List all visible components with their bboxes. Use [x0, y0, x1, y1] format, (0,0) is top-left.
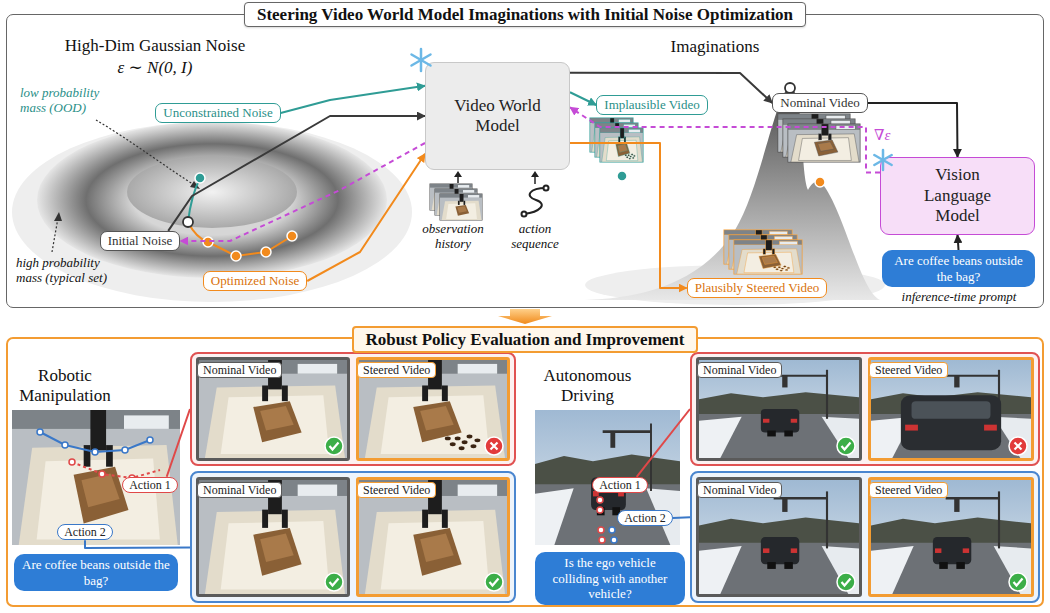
panel-heading: Steering Video World Model Imaginations …: [244, 2, 806, 27]
frozen-icon: [412, 49, 892, 170]
edge-label: ∇ε: [872, 126, 892, 144]
manipulation-scene: [12, 410, 180, 545]
node-text: Is the ego vehicle colliding with anothe…: [542, 555, 678, 602]
connector: [307, 154, 425, 281]
imagination-landscape: [585, 83, 885, 305]
node-text: Unconstrained Noise: [163, 105, 272, 121]
text-label: low probability mass (OOD): [20, 86, 120, 116]
node-text: Steered Video: [869, 362, 948, 378]
steered-video-stack: [724, 230, 802, 274]
video-box: Plausibly Steered Video: [687, 278, 828, 298]
connector: [570, 92, 596, 105]
video-frame: Nominal Video: [696, 477, 862, 597]
text-label: high probability mass (typical set): [16, 256, 116, 286]
prompt-bubble: Is the ego vehicle colliding with anothe…: [535, 552, 685, 605]
noise-box: Unconstrained Noise: [155, 103, 280, 123]
node-text: Action 1: [129, 478, 171, 492]
outcome-frame: Nominal Video Steered Video: [190, 352, 516, 466]
text-label: action sequence: [497, 222, 573, 252]
text-label: inference-time prompt: [880, 290, 1038, 305]
action-tag: Action 2: [57, 524, 113, 540]
model-box: Video World Model: [425, 62, 570, 170]
connector: [180, 143, 425, 241]
node-text: Are coffee beans outside the bag?: [21, 557, 171, 588]
text-label: Imaginations: [640, 37, 790, 57]
prompt-bubble: Are coffee beans outside the bag?: [882, 250, 1035, 287]
video-box: Implausible Video: [596, 95, 707, 115]
node-text: Steered Video: [357, 482, 436, 498]
connector: [167, 409, 190, 477]
text-label: observation history: [412, 222, 494, 252]
video-frame: Steered Video: [356, 477, 510, 597]
connector: [570, 107, 880, 172]
node-text: Nominal Video: [780, 95, 860, 111]
node-text: Action 2: [624, 511, 666, 525]
node-text: Are coffee beans outside the bag?: [889, 253, 1028, 284]
connector: [958, 235, 959, 250]
node-text: Optimized Noise: [211, 273, 299, 289]
nominal-video-stack: [778, 114, 860, 162]
connector: [637, 409, 690, 477]
connector: [570, 143, 687, 288]
video-frame: Steered Video: [868, 477, 1034, 597]
observation-stack: [430, 171, 482, 220]
text-label: Robotic Manipulation: [10, 366, 120, 407]
leader-line: [52, 120, 196, 252]
node-text: Initial Noise: [108, 233, 173, 249]
driving-scene: [535, 410, 680, 545]
video-frame: Nominal Video: [696, 357, 862, 461]
video-frame: Steered Video: [356, 357, 510, 461]
action-tag: Action 2: [617, 510, 673, 526]
node-text: Plausibly Steered Video: [695, 280, 820, 296]
noise-box: Initial Noise: [100, 231, 181, 251]
text-label: High-Dim Gaussian Noise: [55, 36, 255, 56]
node-text: Nominal Video: [697, 362, 782, 378]
noise-landscape: [12, 122, 412, 302]
text-label: Autonomous Driving: [530, 366, 645, 407]
connector: [868, 103, 958, 157]
node-text: Steered Video: [357, 362, 436, 378]
frame-ground: [190, 352, 1040, 603]
outcome-frame: Nominal Video Steered Video: [690, 471, 1040, 603]
text-label: ε ∼ N(0, I): [55, 58, 255, 78]
node-text: Nominal Video: [697, 482, 782, 498]
node-text: Video World Model: [448, 96, 548, 137]
node-text: Implausible Video: [604, 97, 699, 113]
connector: [85, 540, 190, 548]
panel-heading: Robust Policy Evaluation and Improvement: [352, 326, 699, 353]
outcome-frame: Nominal Video Steered Video: [190, 471, 516, 603]
video-frame: Nominal Video: [196, 357, 350, 461]
node-text: Nominal Video: [197, 362, 282, 378]
noise-box: Optimized Noise: [203, 271, 307, 291]
video-frame: Nominal Video: [196, 477, 350, 597]
model-box: Vision Language Model: [880, 157, 1035, 235]
node-text: Action 2: [64, 525, 106, 539]
node-text: Vision Language Model: [915, 165, 1001, 226]
action-sequence-icon: [522, 171, 549, 217]
panel: Robust Policy Evaluation and Improvement…: [6, 337, 1044, 607]
node-text: Nominal Video: [197, 482, 282, 498]
prompt-bubble: Are coffee beans outside the bag?: [14, 554, 178, 591]
connector: [281, 86, 425, 113]
node-text: Steered Video: [869, 482, 948, 498]
node-text: Action 1: [599, 478, 641, 492]
video-box: Nominal Video: [772, 93, 868, 113]
action-tag: Action 1: [122, 477, 178, 493]
failure-mark: [485, 437, 1027, 455]
video-frame: Steered Video: [868, 357, 1034, 461]
outcome-frame: Nominal Video Steered Video: [690, 352, 1040, 466]
connector: [673, 516, 690, 519]
action-tag: Action 1: [592, 477, 648, 493]
transition-arrow: [498, 309, 552, 324]
